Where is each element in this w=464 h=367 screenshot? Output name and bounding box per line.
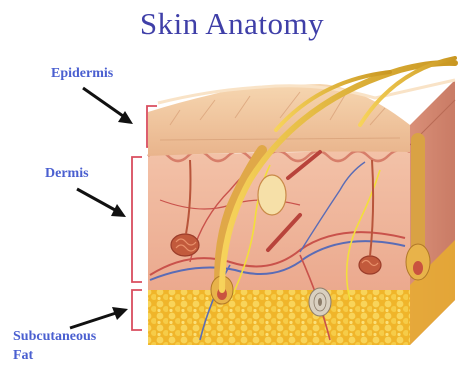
- sebaceous-gland: [258, 175, 286, 215]
- fat-bracket: [132, 290, 142, 330]
- subcutaneous-fat-layer: [148, 285, 410, 345]
- fat-arrow: [70, 307, 128, 328]
- dermis-arrow: [77, 189, 126, 217]
- epidermis-arrow: [83, 88, 133, 124]
- pacinian-corpuscle: [309, 288, 331, 316]
- dermis-bracket: [132, 157, 142, 282]
